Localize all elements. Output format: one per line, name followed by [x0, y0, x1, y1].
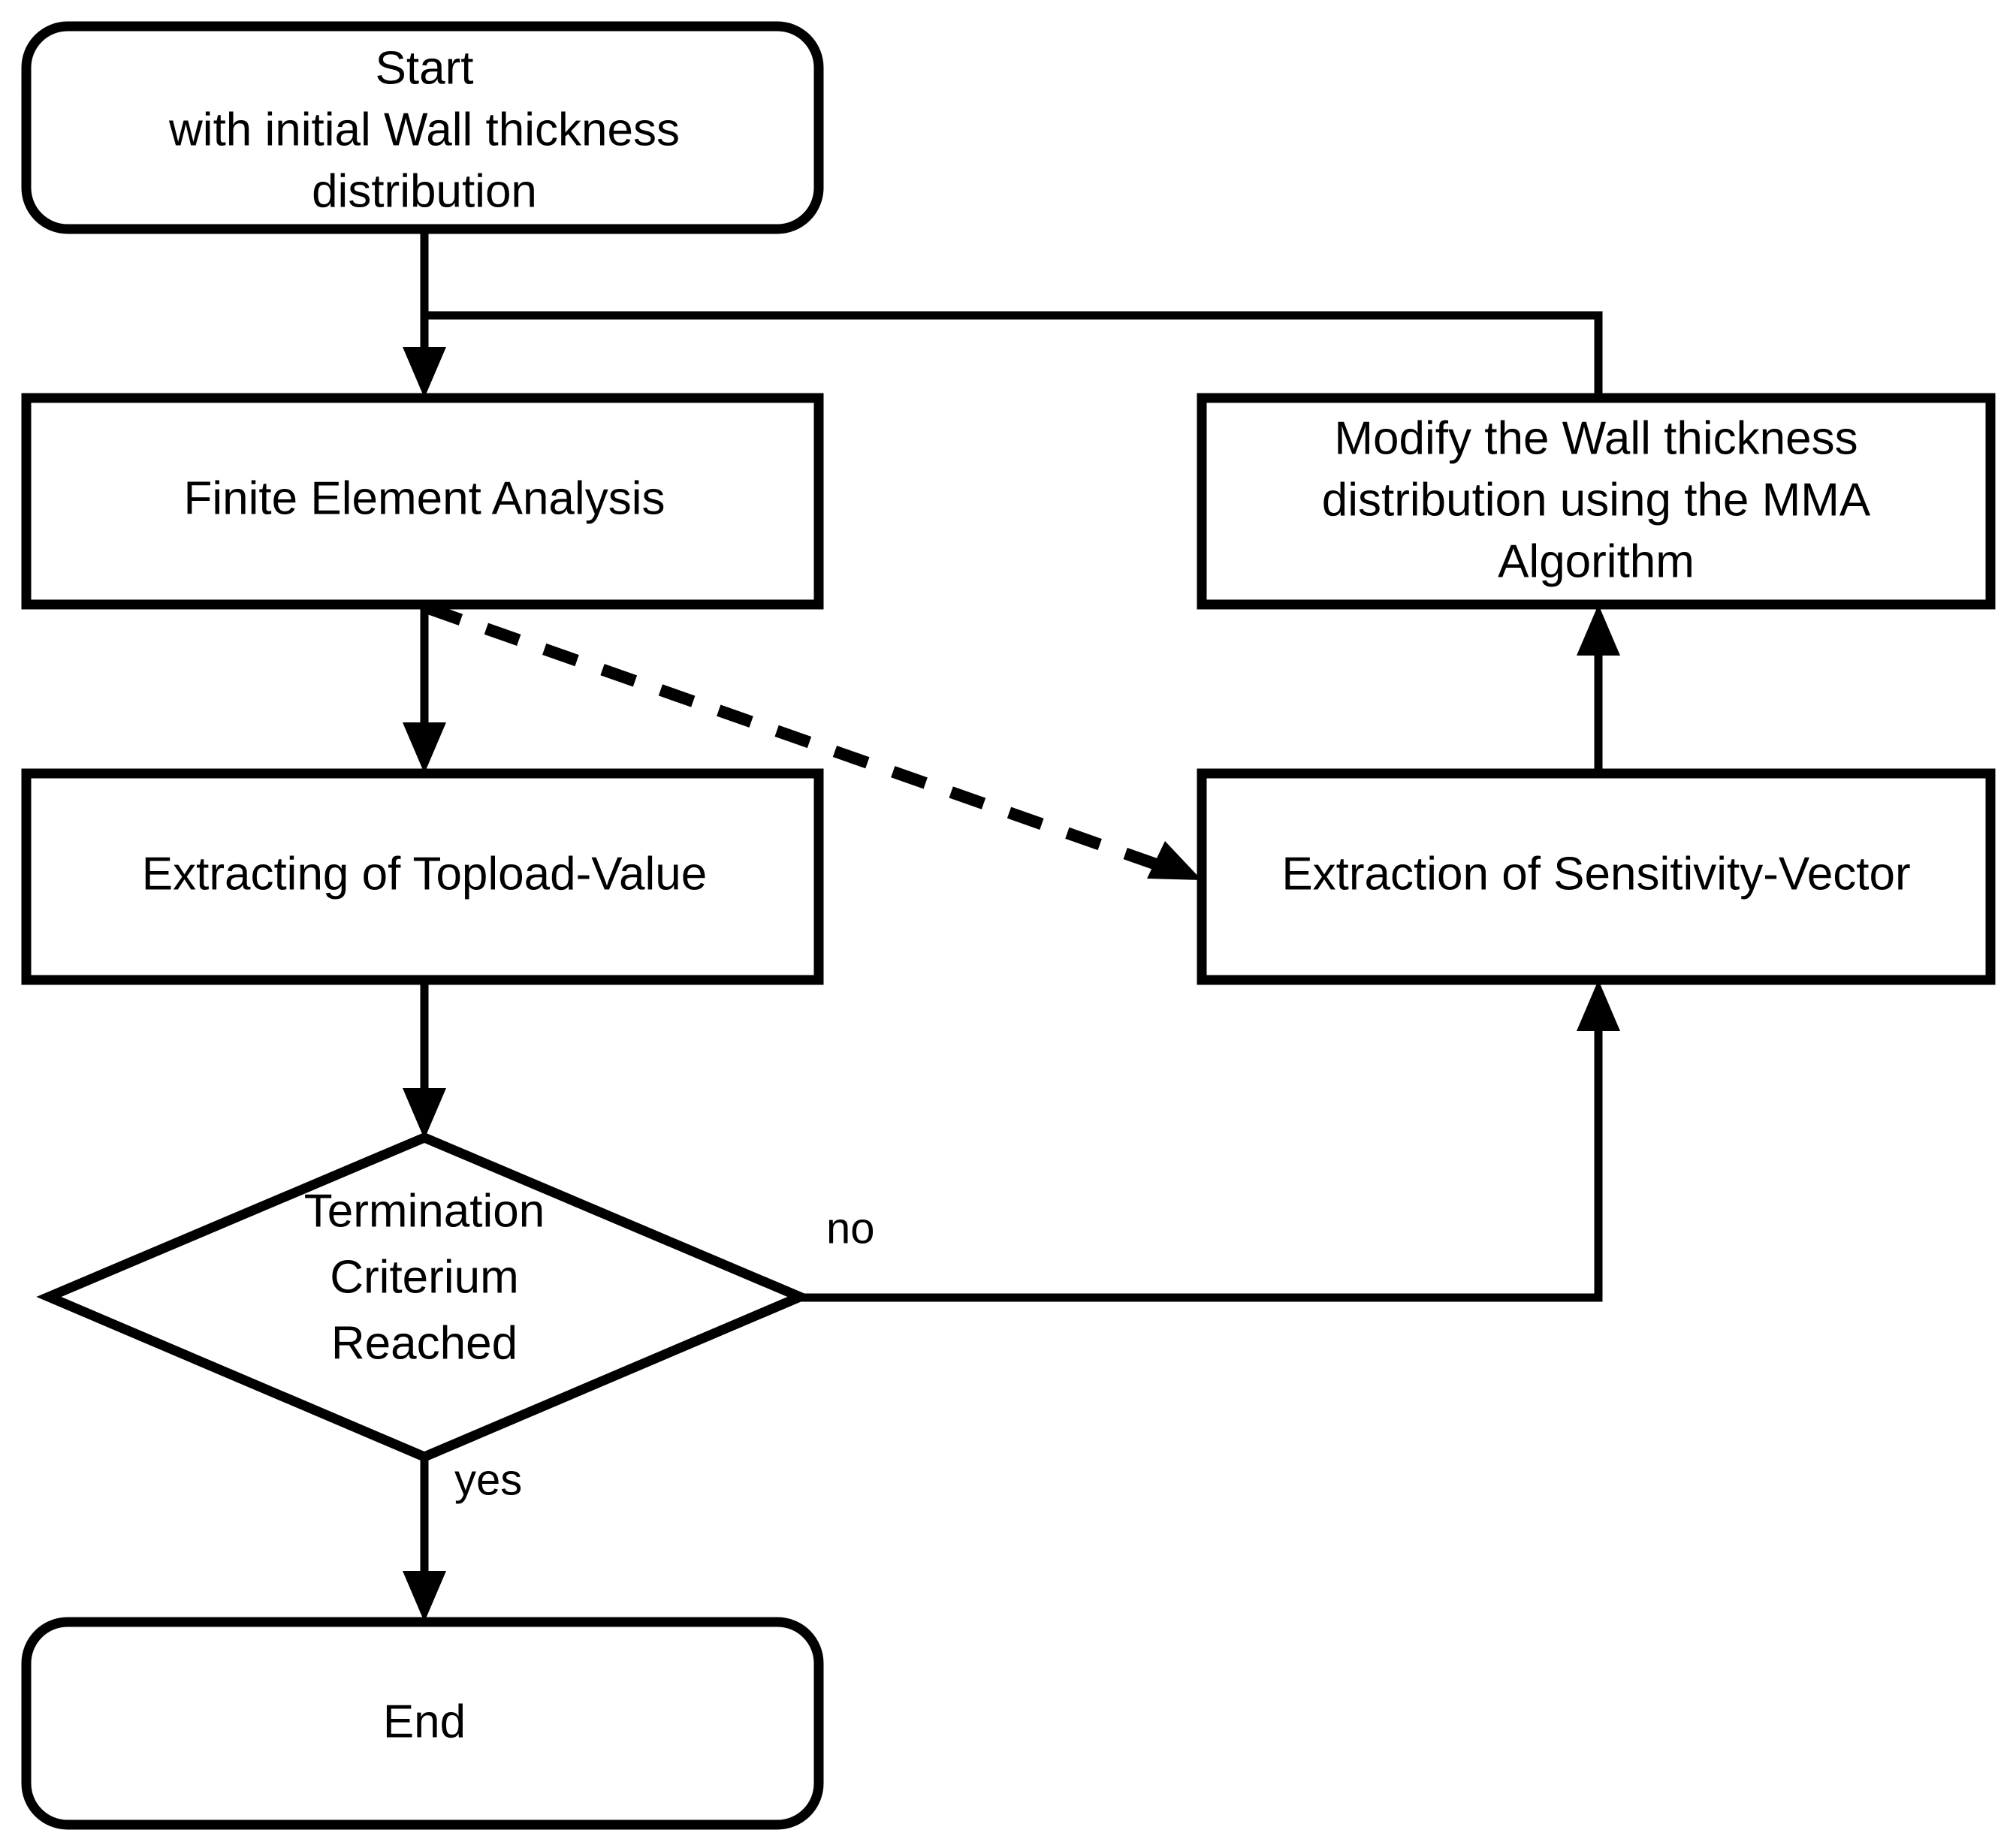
node-termination-shape[interactable]: [36, 1132, 813, 1463]
node-topload-label: Extracting of Topload-Value: [142, 848, 708, 900]
edge-topload-to-termination: [403, 980, 446, 1139]
node-start-shape[interactable]: [21, 21, 824, 234]
node-start-label-line3: distribution: [312, 165, 537, 217]
edge-start-to-fea: [403, 229, 446, 398]
edge-sensitivity-to-mma: [1577, 604, 1620, 773]
edge-fea-to-sensitivity-dashed: [426, 602, 1202, 880]
edge-termination-yes-to-end: [403, 1457, 446, 1622]
node-mma-label-line1: Modify the Wall thickness: [1334, 412, 1858, 464]
node-mma-label-line3: Algorithm: [1498, 535, 1695, 587]
node-termination-label-line3: Reached: [331, 1317, 518, 1369]
node-start-label-line2: with initial Wall thickness: [168, 104, 680, 155]
node-start-label-line1: Start: [376, 42, 474, 94]
node-fea-shape[interactable]: [21, 393, 824, 610]
edge-mma-to-fea: [424, 311, 1603, 398]
node-topload-shape[interactable]: [21, 768, 824, 985]
node-sensitivity-shape[interactable]: [1197, 768, 1996, 985]
node-termination-label-line1: Termination: [304, 1185, 545, 1237]
node-sensitivity-label: Extraction of Sensitivity-Vector: [1281, 848, 1910, 900]
node-end-shape[interactable]: [21, 1617, 824, 1830]
node-mma-shape[interactable]: [1197, 393, 1996, 610]
edge-label-no: no: [826, 1204, 875, 1253]
edge-label-yes: yes: [454, 1455, 522, 1504]
node-end-label: End: [383, 1696, 466, 1747]
node-mma-label-line2: distribution using the MMA: [1322, 474, 1871, 526]
edge-fea-to-topload: [403, 604, 446, 773]
edge-termination-no-to-sensitivity: [800, 980, 1620, 1302]
node-fea-label: Finite Element Analysis: [184, 472, 665, 524]
node-termination-label-line2: Criterium: [330, 1251, 518, 1303]
